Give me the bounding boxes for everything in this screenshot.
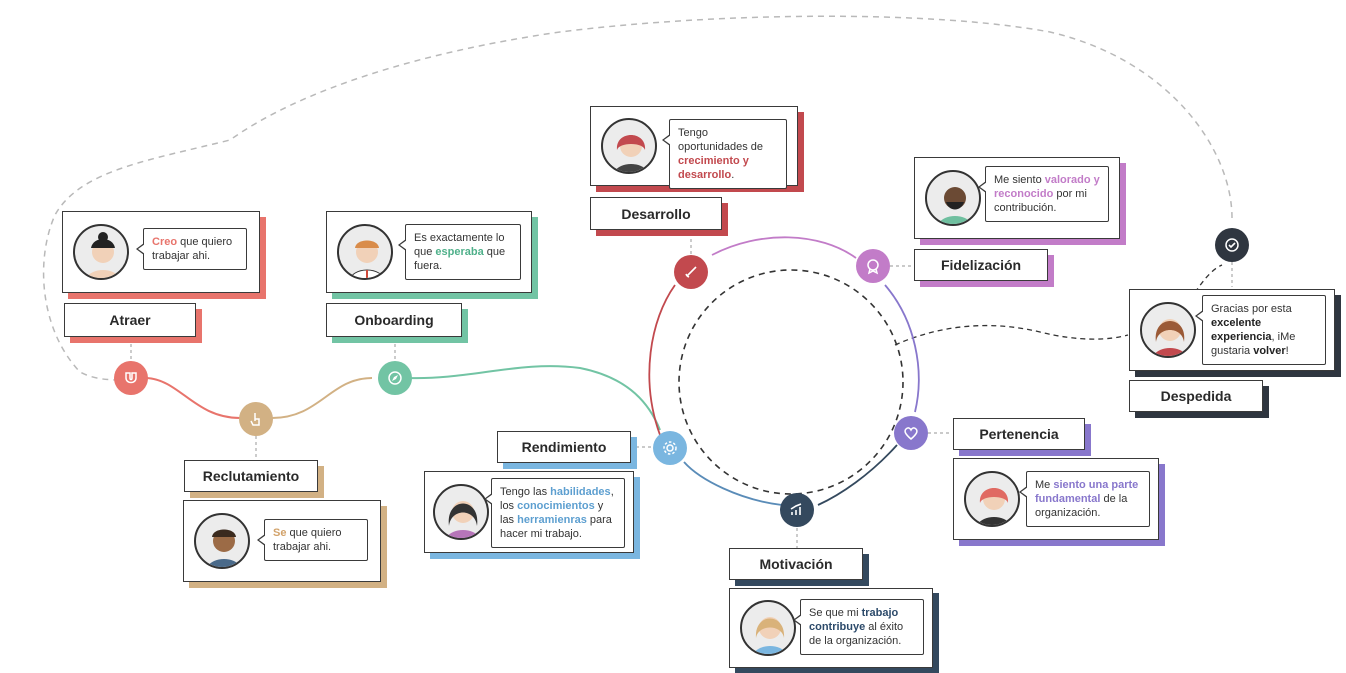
rendimiento-quote-card: Tengo las habilidades, los conocimientos… (424, 471, 634, 553)
rendimiento-quote: Tengo las habilidades, los conocimientos… (484, 478, 625, 548)
flow-reclutamiento-onboarding (271, 377, 373, 419)
despedida-quote: Gracias por esta excelente experiencia, … (1195, 295, 1326, 365)
compass-icon (378, 361, 412, 395)
onboarding-label: Onboarding (326, 303, 462, 337)
fidelizacion-label: Fidelización (914, 249, 1048, 281)
pertenencia-quote-card: Me siento una parte fundamental de la or… (953, 458, 1159, 540)
award-icon (856, 249, 890, 283)
motivacion-quote: Se que mi trabajo contribuye al éxito de… (793, 599, 924, 655)
onboarding-avatar (337, 224, 393, 280)
onboarding-quote-card: Es exactamente lo que esperaba que fuera… (326, 211, 532, 293)
desarrollo-avatar (601, 118, 657, 174)
rendimiento-label: Rendimiento (497, 431, 631, 463)
motivacion-avatar (740, 600, 796, 656)
touch-icon (239, 402, 273, 436)
desarrollo-label: Desarrollo (590, 197, 722, 230)
flow-atraer-reclutamiento (146, 377, 241, 419)
desarrollo-quote-card: Tengo oportunidades de crecimiento y des… (590, 106, 798, 189)
return-loop-path (42, 15, 1233, 381)
motivacion-quote-card: Se que mi trabajo contribuye al éxito de… (729, 588, 933, 668)
exit-path (894, 324, 1129, 346)
fidelizacion-quote: Me siento valorado y reconocido por mi c… (978, 166, 1109, 222)
despedida-label: Despedida (1129, 380, 1263, 412)
atraer-quote: Creo que quiero trabajar ahi. (136, 228, 247, 270)
onboarding-quote: Es exactamente lo que esperaba que fuera… (398, 224, 521, 280)
pertenencia-quote: Me siento una parte fundamental de la or… (1019, 471, 1150, 527)
reclutamiento-label: Reclutamiento (184, 460, 318, 492)
pertenencia-avatar (964, 471, 1020, 527)
fidelizacion-quote-card: Me siento valorado y reconocido por mi c… (914, 157, 1120, 239)
rocket-icon (674, 255, 708, 289)
pertenencia-label: Pertenencia (953, 418, 1085, 450)
magnet-icon (114, 361, 148, 395)
atraer-label: Atraer (64, 303, 196, 337)
heart-icon (894, 416, 928, 450)
fidelizacion-avatar (925, 170, 981, 226)
atraer-quote-card: Creo que quiero trabajar ahi. (62, 211, 260, 293)
atraer-avatar (73, 224, 129, 280)
gear-icon (653, 431, 687, 465)
arc-desarrollo-fidelizacion (711, 236, 857, 259)
arc-rendimiento-desarrollo (648, 284, 676, 436)
rendimiento-avatar (433, 484, 489, 540)
arc-fidelizacion-pertenencia (884, 284, 920, 413)
check-badge-icon (1215, 228, 1249, 262)
chart-icon (780, 493, 814, 527)
arc-pertenencia-motivacion (817, 444, 898, 506)
reclutamiento-quote-card: Se que quiero trabajar ahi. (183, 500, 381, 582)
reclutamiento-quote: Se que quiero trabajar ahi. (257, 519, 368, 561)
desarrollo-quote: Tengo oportunidades de crecimiento y des… (662, 119, 787, 189)
inner-cycle-circle (678, 269, 904, 495)
motivacion-label: Motivación (729, 548, 863, 580)
despedida-avatar (1140, 302, 1196, 358)
reclutamiento-avatar (194, 513, 250, 569)
flow-onboarding-rendimiento (407, 365, 661, 431)
arc-motivacion-rendimiento (683, 461, 783, 506)
despedida-quote-card: Gracias por esta excelente experiencia, … (1129, 289, 1335, 371)
